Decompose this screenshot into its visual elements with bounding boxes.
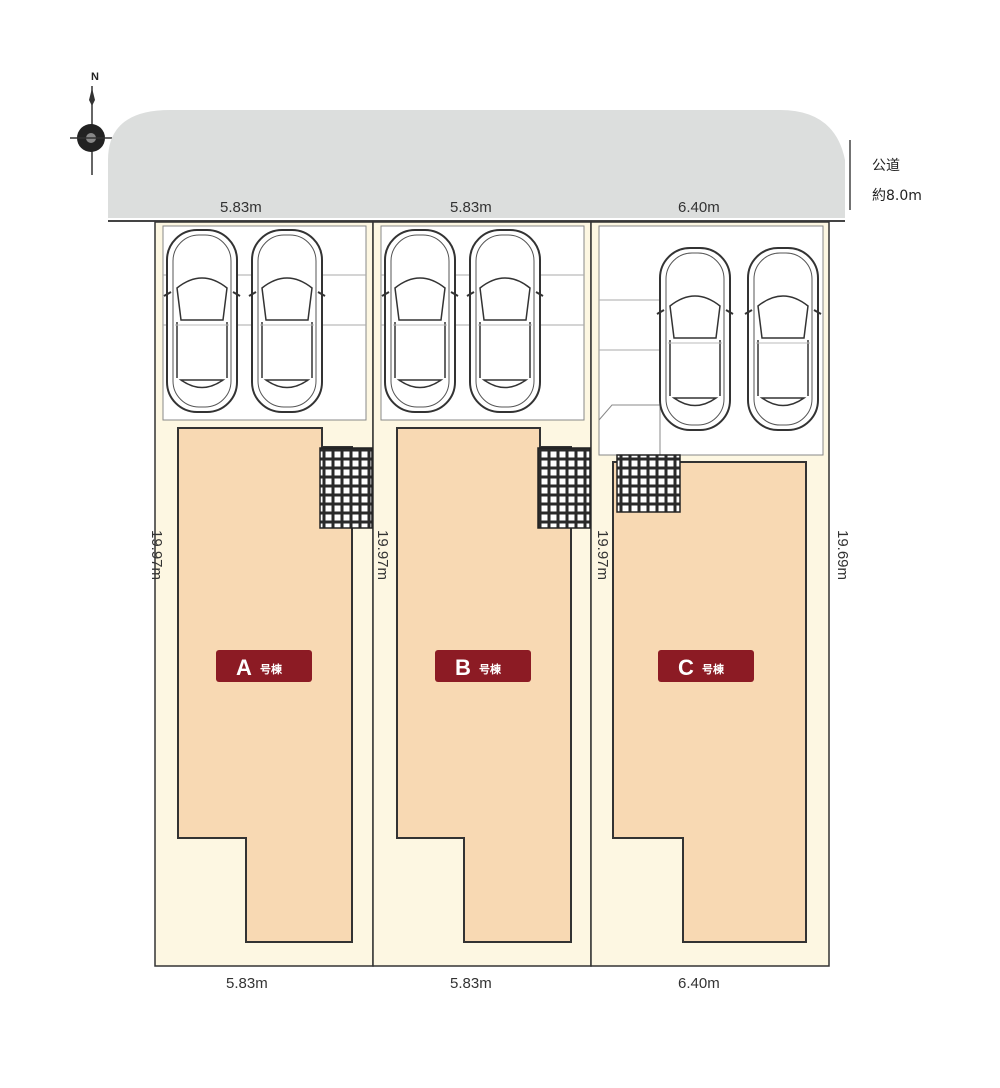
lot-b-bottom-width: 5.83m xyxy=(450,975,492,992)
compass-icon: N xyxy=(70,71,112,175)
house-badge-a: A 号棟 xyxy=(216,650,312,682)
car-icon xyxy=(656,247,734,431)
lot-b-top-width: 5.83m xyxy=(450,199,492,216)
lot-a-parking xyxy=(162,225,367,421)
car-icon xyxy=(744,247,822,431)
building-c xyxy=(612,461,807,943)
house-letter-c: C xyxy=(678,655,694,680)
road-label-line2: 約8.0m xyxy=(872,188,922,204)
house-suffix-a: 号棟 xyxy=(260,662,283,676)
building-a xyxy=(177,427,353,943)
car-icon xyxy=(248,229,326,413)
lot-c-parking xyxy=(598,225,824,456)
building-b xyxy=(396,427,572,943)
lot-a-top-width: 5.83m xyxy=(220,199,262,216)
car-icon xyxy=(381,229,459,413)
house-letter-a: A xyxy=(236,655,252,680)
lot-c-top-width: 6.40m xyxy=(678,199,720,216)
public-road xyxy=(108,110,845,218)
entrance-grid-b xyxy=(537,447,591,529)
house-badge-b: B 号棟 xyxy=(435,650,531,682)
road-label-line1: 公道 xyxy=(872,158,900,174)
lot-a-depth: 19.97m xyxy=(148,530,165,580)
car-icon xyxy=(163,229,241,413)
lot-b-parking xyxy=(380,225,585,421)
house-suffix-b: 号棟 xyxy=(479,662,502,676)
car-icon xyxy=(466,229,544,413)
house-letter-b: B xyxy=(455,655,471,680)
lot-c-bottom-width: 6.40m xyxy=(678,975,720,992)
compass-north-label: N xyxy=(91,71,99,83)
lot-b-depth: 19.97m xyxy=(374,530,391,580)
lot-c-depth: 19.97m xyxy=(594,530,611,580)
house-suffix-c: 号棟 xyxy=(702,662,725,676)
house-badge-c: C 号棟 xyxy=(658,650,754,682)
entrance-grid-a xyxy=(319,447,373,529)
right-depth: 19.69m xyxy=(834,530,851,580)
entrance-grid-c xyxy=(616,454,681,513)
lot-a-bottom-width: 5.83m xyxy=(226,975,268,992)
